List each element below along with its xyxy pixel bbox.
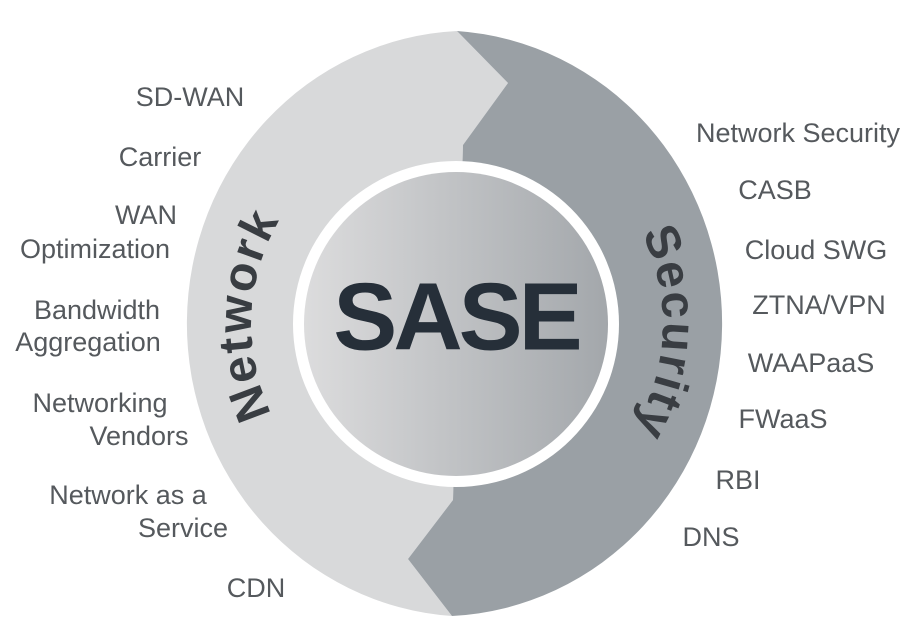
label-rbi: RBI xyxy=(715,465,760,495)
label-sd-wan: SD-WAN xyxy=(136,82,245,112)
label-carrier: Carrier xyxy=(119,142,202,172)
label-wan-optimization-line2: Optimization xyxy=(20,234,170,264)
label-networking-vendors-line2: Vendors xyxy=(89,421,188,451)
label-wan-optimization-line1: WAN xyxy=(115,200,177,230)
label-cdn: CDN xyxy=(227,573,286,603)
security-labels: Network Security CASB Cloud SWG ZTNA/VPN… xyxy=(682,118,900,552)
label-waapaas: WAAPaaS xyxy=(748,348,875,378)
label-network-as-a-service-line1: Network as a xyxy=(49,480,208,510)
label-bandwidth-aggregation-line1: Bandwidth xyxy=(34,295,160,325)
label-dns: DNS xyxy=(682,522,739,552)
center-label: SASE xyxy=(333,264,579,371)
label-cloud-swg: Cloud SWG xyxy=(745,235,888,265)
label-casb: CASB xyxy=(738,175,812,205)
center-core-circle xyxy=(304,172,608,476)
network-labels: SD-WAN Carrier WAN Optimization Bandwidt… xyxy=(15,82,285,603)
label-network-security: Network Security xyxy=(696,118,901,148)
label-bandwidth-aggregation-line2: Aggregation xyxy=(15,327,161,357)
label-networking-vendors-line1: Networking xyxy=(32,388,167,418)
label-network-as-a-service-line2: Service xyxy=(138,513,228,543)
label-fwaas: FWaaS xyxy=(738,404,827,434)
label-ztna-vpn: ZTNA/VPN xyxy=(752,290,886,320)
